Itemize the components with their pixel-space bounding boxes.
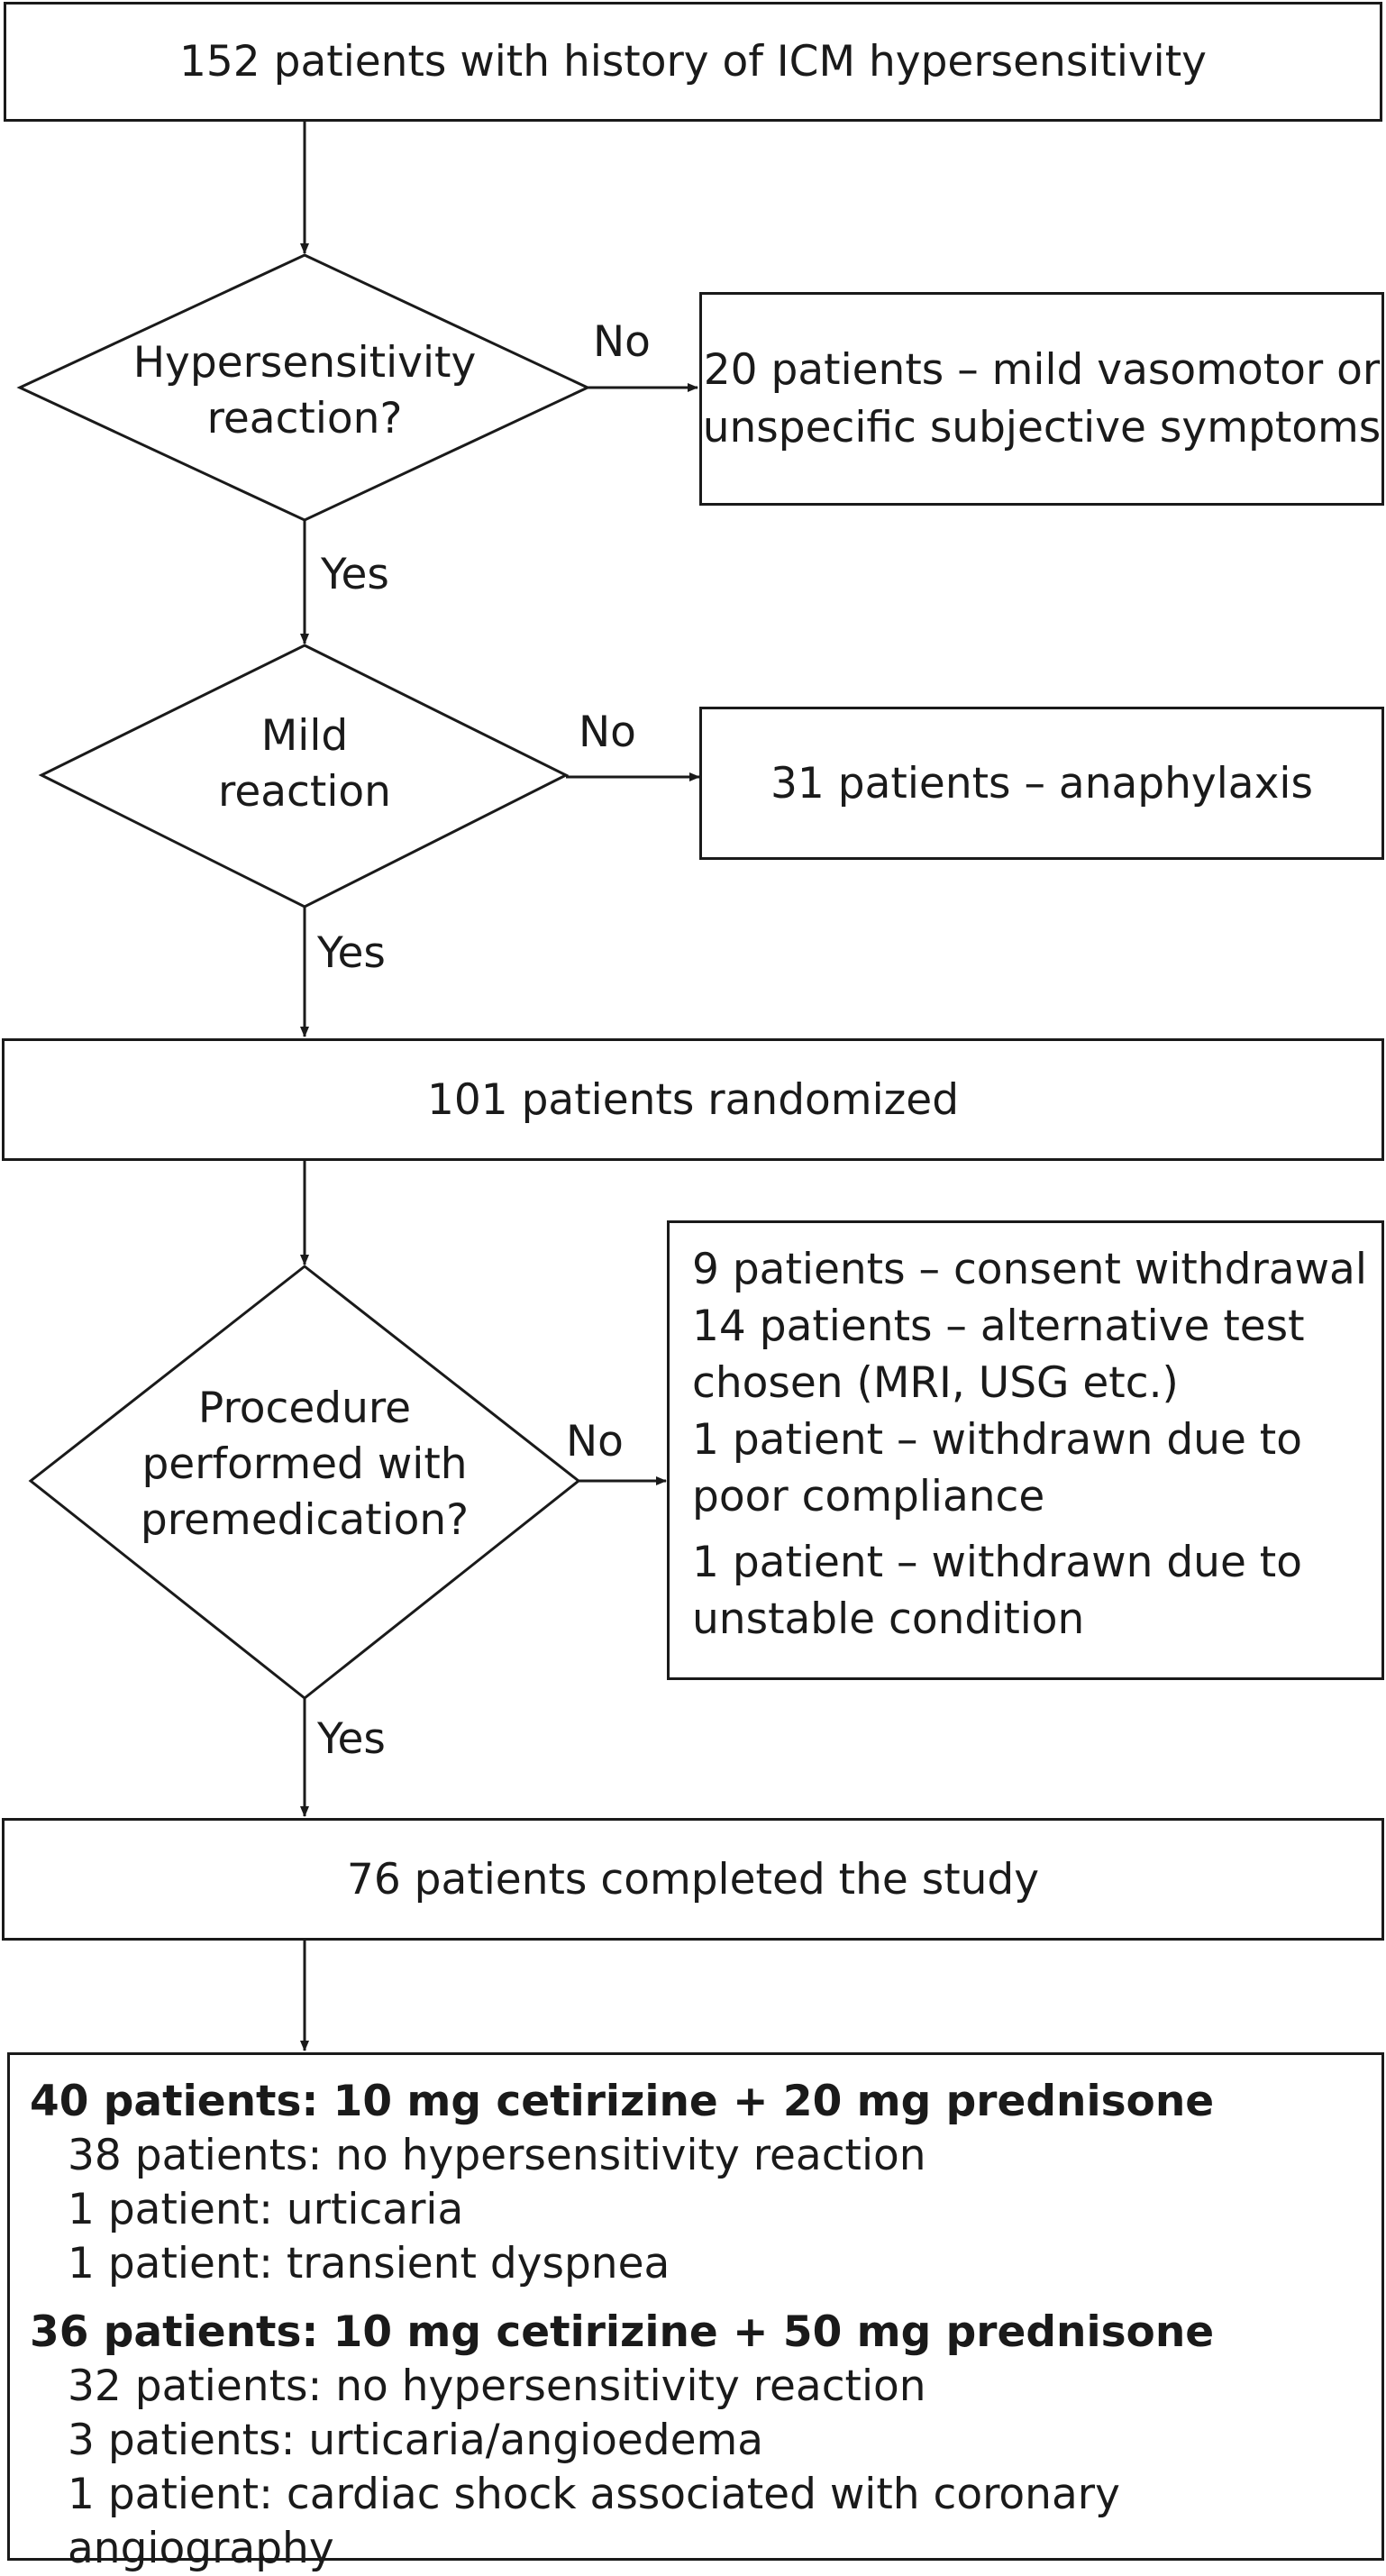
decision1-no-label: No [593, 317, 651, 367]
decision2-no-label: No [579, 708, 636, 757]
group2-item: 1 patient: cardiac shock associated with… [68, 2470, 1120, 2573]
decision1-line1: Hypersensitivity [132, 338, 477, 388]
exclude2-box: 31 patients – anaphylaxis [699, 707, 1384, 860]
start-box: 152 patients with history of ICM hyperse… [4, 2, 1382, 122]
decision1-yes-label: Yes [321, 550, 389, 599]
outcome-box: 40 patients: 10 mg cetirizine + 20 mg pr… [7, 2052, 1384, 2573]
exclude3-line5: poor compliance [692, 1472, 1045, 1521]
exclude3-line7: unstable condition [692, 1594, 1085, 1644]
exclude3-line6: 1 patient – withdrawn due to [692, 1538, 1302, 1587]
exclude3-line3: chosen (MRI, USG etc.) [692, 1358, 1179, 1408]
decision3-no-label: No [566, 1417, 624, 1466]
decision3-line3: premedication? [140, 1495, 470, 1545]
group1-item: 1 patient: transient dyspnea [68, 2239, 670, 2288]
randomized-box: 101 patients randomized [2, 1038, 1384, 1161]
decision1-line2: reaction? [206, 394, 403, 443]
completed-text: 76 patients completed the study [346, 1854, 1040, 1905]
decision3-text: Procedure performed with premedication? [88, 1381, 521, 1548]
decision3-line1: Procedure [197, 1384, 412, 1433]
group1-item: 1 patient: urticaria [68, 2185, 464, 2234]
group2-title: 36 patients: 10 mg cetirizine + 50 mg pr… [30, 2307, 1215, 2357]
decision3-line2: performed with [141, 1439, 468, 1489]
exclude1-box: 20 patients – mild vasomotor or unspecif… [699, 292, 1384, 506]
group1-item: 38 patients: no hypersensitivity reactio… [68, 2131, 926, 2180]
decision1-text: Hypersensitivity reaction? [88, 335, 521, 447]
decision2-line1: Mild [260, 711, 349, 761]
decision2-yes-label: Yes [317, 928, 386, 978]
exclude3-line4: 1 patient – withdrawn due to [692, 1415, 1302, 1465]
group2-item: 3 patients: urticaria/angioedema [68, 2416, 764, 2465]
exclude3-box: 9 patients – consent withdrawal 14 patie… [667, 1220, 1384, 1680]
exclude3-line2: 14 patients – alternative test [692, 1302, 1305, 1351]
exclude3-line1: 9 patients – consent withdrawal [692, 1245, 1367, 1294]
start-text: 152 patients with history of ICM hyperse… [178, 37, 1207, 87]
exclude1-line2: unspecific subjective symptoms [702, 402, 1381, 452]
exclude1-line1: 20 patients – mild vasomotor or [703, 344, 1381, 395]
group2-item: 32 patients: no hypersensitivity reactio… [68, 2361, 926, 2411]
decision2-line2: reaction [218, 767, 391, 817]
randomized-text: 101 patients randomized [426, 1074, 960, 1125]
exclude2-text: 31 patients – anaphylaxis [771, 758, 1313, 808]
group1-title: 40 patients: 10 mg cetirizine + 20 mg pr… [30, 2077, 1215, 2126]
completed-box: 76 patients completed the study [2, 1818, 1384, 1941]
decision3-yes-label: Yes [317, 1714, 386, 1764]
decision2-text: Mild reaction [88, 708, 521, 820]
